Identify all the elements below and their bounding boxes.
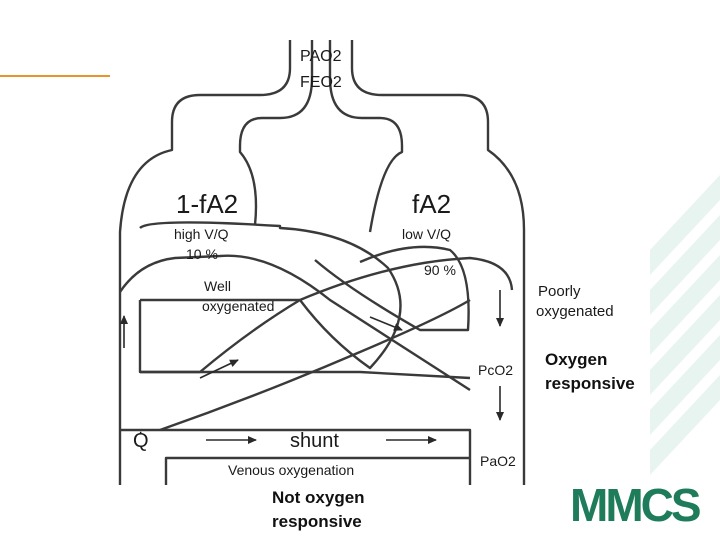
pao2-alveolar-label: PAO2 (300, 48, 342, 65)
venous-oxygenation-label: Venous oxygenation (228, 462, 355, 478)
shunt-upper (120, 428, 472, 485)
oxygen-responsive-line2: responsive (545, 374, 635, 393)
not-responsive-line1: Not oxygen (272, 488, 365, 507)
right-compartment-label: fA2 (412, 189, 452, 219)
accent-line (0, 75, 110, 77)
well-oxygenated-line1: Well (204, 278, 231, 294)
feo2-label: FEO2 (300, 74, 342, 91)
capillary-lower (138, 256, 514, 374)
pao2-arterial-label: PaO2 (480, 453, 516, 469)
airway-left-inner (238, 40, 314, 226)
poorly-oxygenated-line1: Poorly (538, 283, 581, 300)
shunt-lower (164, 456, 470, 485)
poorly-oxygenated-line2: oxygenated (536, 303, 614, 320)
airway-right-inner (328, 40, 404, 233)
not-responsive-line2: responsive (272, 512, 362, 531)
mmcs-logo: MMCS (570, 479, 702, 531)
capillary-cross (159, 298, 471, 432)
airway-left-outer (118, 40, 292, 485)
airway-right-outer (350, 40, 526, 485)
right-alveolus (314, 245, 470, 332)
q-dot-label: · Q (133, 424, 149, 453)
q-dot-text: Q (133, 430, 149, 452)
right-pct-label: 90 % (424, 262, 456, 278)
q-dot-mark: · (138, 424, 144, 441)
well-oxygenated-line2: oxygenated (202, 298, 275, 314)
left-compartment-label: 1-fA2 (176, 189, 239, 219)
oxygen-responsive-line1: Oxygen (545, 350, 608, 369)
right-vq-label: low V/Q (402, 226, 452, 242)
left-vq-label: high V/Q (174, 226, 229, 242)
shunt-label: shunt (290, 430, 339, 452)
left-pct-label: 10 % (186, 246, 218, 262)
left-alveolus (139, 221, 402, 370)
pco2-label: PcO2 (478, 362, 514, 378)
capillary-upper (119, 254, 471, 392)
